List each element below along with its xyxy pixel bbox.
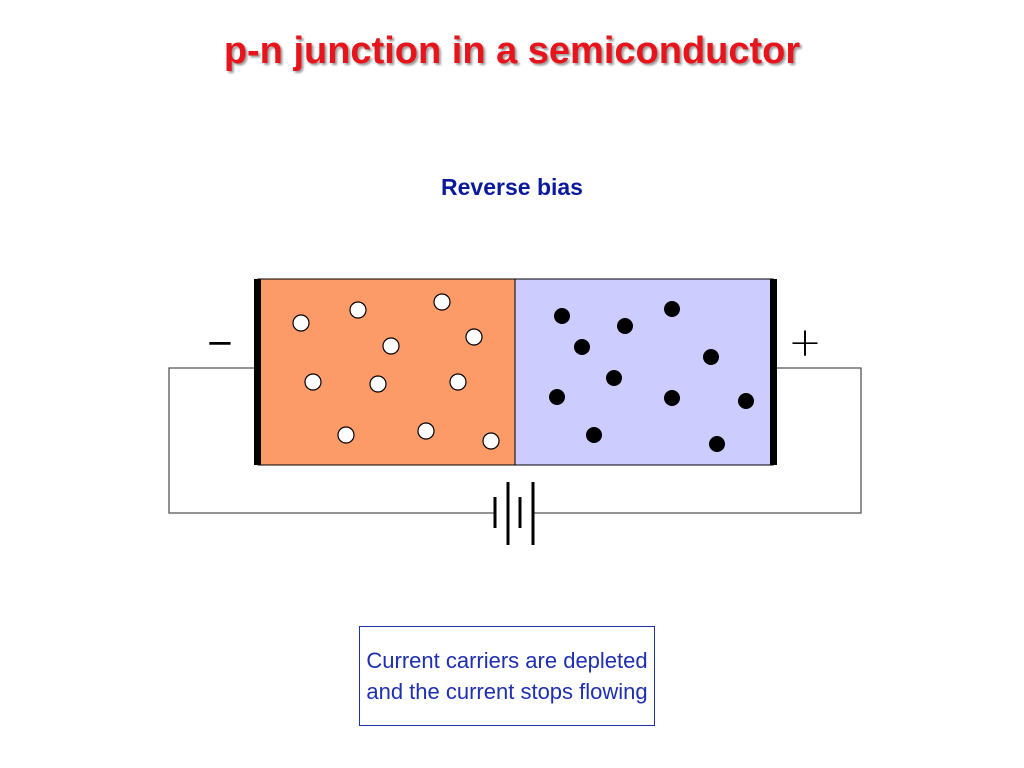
hole [349,301,367,319]
left-wire [168,367,494,514]
negative-terminal-sign: − [206,323,235,363]
hole [382,337,400,355]
right-wire [533,367,862,514]
electron [586,427,602,443]
positive-terminal-sign: + [788,320,822,366]
hole [292,314,310,332]
caption-text: Current carriers are depleted and the cu… [366,648,648,704]
electron [554,308,570,324]
n-region [514,278,774,466]
hole [449,373,467,391]
circuit-wires [168,367,862,514]
hole [304,373,322,391]
electron [574,339,590,355]
electron [664,301,680,317]
battery-icon [493,482,535,545]
hole [417,422,435,440]
caption-box: Current carriers are depleted and the cu… [359,626,655,726]
electron [664,390,680,406]
electron [703,349,719,365]
hole [433,293,451,311]
hole [482,432,500,450]
bias-subtitle: Reverse bias [441,174,583,200]
electrons [549,301,754,452]
left-electrode [254,279,261,465]
p-region [257,278,516,466]
holes [292,293,500,450]
electron [617,318,633,334]
electron [738,393,754,409]
slide-title: p-n junction in a semiconductor [223,30,801,72]
electron [606,370,622,386]
electron [549,389,565,405]
electron [709,436,725,452]
hole [465,328,483,346]
hole [337,426,355,444]
right-electrode [770,279,777,465]
hole [369,375,387,393]
